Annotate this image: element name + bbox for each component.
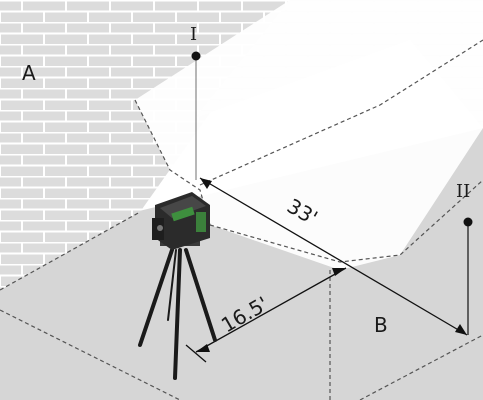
cross-line-laser-icon (152, 192, 210, 250)
tripod-icon (138, 248, 217, 380)
laser-beam-plane (135, 0, 483, 270)
point-one-marker (191, 51, 201, 61)
dimension-line-short (195, 267, 347, 353)
wall-label: A (22, 61, 36, 85)
floor-label: B (374, 313, 388, 337)
dimension-line-long (199, 177, 468, 336)
point-two-label: II (456, 181, 470, 202)
point-one-label: I (190, 24, 197, 45)
beam-outlines (0, 39, 483, 400)
